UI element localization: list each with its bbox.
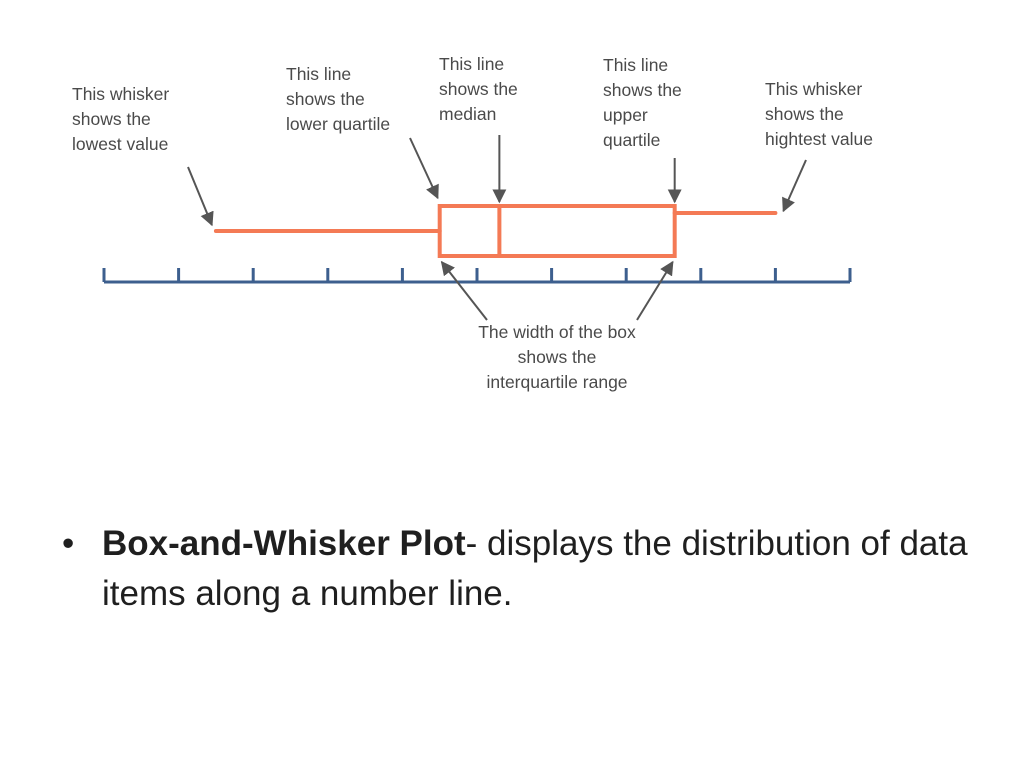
arrow-to-iqr-right	[636, 260, 674, 321]
arrow-to-highest-value	[782, 159, 807, 213]
annotation-interquartile-range: The width of the box shows the interquar…	[478, 322, 636, 392]
bullet-term: Box-and-Whisker Plot	[102, 524, 466, 563]
annotation-lower-quartile: This line shows the lower quartile	[286, 64, 391, 134]
bullet-definition: • Box-and-Whisker Plot- displays the dis…	[62, 519, 982, 619]
annotation-lowest-value: This whisker shows the lowest value	[72, 84, 170, 154]
arrow-to-lower-quartile	[409, 137, 439, 200]
annotation-highest-value: This whisker shows the hightest value	[765, 79, 873, 149]
bullet-point-icon: •	[62, 524, 75, 563]
arrow-to-iqr-left	[440, 260, 488, 321]
box-and-whisker-diagram	[102, 135, 852, 321]
bullet-text: Box-and-Whisker Plot- displays the distr…	[102, 519, 982, 619]
annotation-upper-quartile: This line shows the upper quartile	[603, 55, 682, 150]
bullet-description: - displays the distribution of data item…	[102, 524, 968, 613]
annotation-median: This line shows the median	[439, 54, 518, 124]
interquartile-box	[437, 204, 677, 258]
arrow-to-lowest-value	[187, 166, 214, 227]
